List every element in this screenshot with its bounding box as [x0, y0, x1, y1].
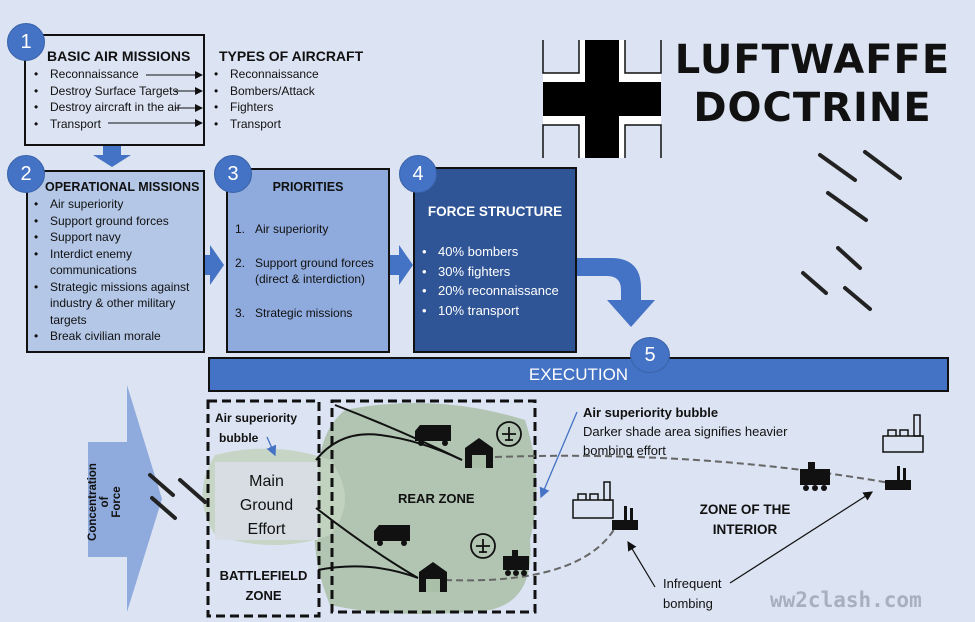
basic-air-missions-title: BASIC AIR MISSIONS: [47, 48, 191, 64]
priorities-title: PRIORITIES: [272, 180, 344, 194]
list-item: Transport: [34, 116, 204, 133]
force-structure-list: 40% bombers 30% fighters 20% reconnaissa…: [422, 242, 572, 320]
operational-missions-list: Air superiority Support ground forces Su…: [34, 196, 199, 345]
watermark: ww2clash.com: [770, 588, 922, 612]
rear-zone-border: [330, 399, 537, 614]
step-badge-4: 4: [399, 155, 437, 193]
arrow-4-to-5: [571, 258, 655, 327]
step-badge-1: 1: [7, 23, 45, 61]
list-item: Air superiority: [34, 196, 199, 213]
list-item: 2.Support ground forces (direct & interd…: [235, 256, 374, 286]
main-effort-box: [215, 462, 318, 540]
depot-icon: [465, 438, 493, 468]
step-badge-2: 2: [7, 155, 45, 193]
city-icon: [572, 481, 614, 519]
list-item: 20% reconnaissance: [422, 281, 572, 301]
list-item: Fighters: [214, 99, 364, 116]
main-ground-effort-label: Main Ground Effort: [239, 473, 294, 538]
train-icon: [503, 550, 529, 576]
list-item: Bombers/Attack: [214, 83, 364, 100]
list-item: 3.Strategic missions: [235, 306, 353, 320]
step-badge-5: 5: [630, 337, 670, 373]
list-item: Transport: [214, 116, 364, 133]
step-badge-3: 3: [214, 155, 252, 193]
list-item: Interdict enemy communications: [34, 246, 199, 279]
title-line-1: LUFTWAFFE: [674, 37, 951, 83]
list-item: 1.Air superiority: [235, 222, 329, 236]
force-structure-title: FORCE STRUCTURE: [427, 204, 563, 219]
list-item: Break civilian morale: [34, 328, 199, 345]
list-item: Strategic missions against industry & ot…: [34, 279, 199, 329]
concentration-label: Concentration of Force: [87, 463, 123, 541]
bomber-formation-icon: [148, 150, 902, 520]
arrow-1-to-2: [93, 145, 131, 167]
list-item: Support ground forces: [34, 213, 199, 230]
airfield-icon: [470, 533, 496, 559]
priorities-box: [226, 168, 390, 353]
bubble-note: Air superiority bubble Darker shade area…: [583, 405, 788, 458]
basic-air-missions-list: Reconnaissance Destroy Surface Targets D…: [34, 66, 204, 132]
depot-icon: [419, 562, 447, 592]
iron-cross-icon: [542, 40, 662, 158]
execution-label: EXECUTION: [528, 365, 629, 384]
list-item: 10% transport: [422, 301, 572, 321]
airfield-icon: [496, 421, 522, 447]
operational-missions-title: OPERATIONAL MISSIONS: [45, 180, 200, 194]
bubble-note-title: Air superiority bubble: [583, 405, 719, 420]
factory-icon: [885, 466, 911, 490]
factory-icon: [612, 506, 638, 530]
list-item: Support navy: [34, 229, 199, 246]
execution-bar: [208, 357, 949, 392]
title-line-2: DOCTRINE: [693, 85, 932, 131]
train-icon: [800, 462, 830, 491]
truck-icon: [374, 525, 410, 546]
priorities-list: 1.Air superiority 2.Support ground force…: [235, 221, 385, 339]
list-item: 40% bombers: [422, 242, 572, 262]
city-icon: [882, 414, 924, 453]
list-item: 30% fighters: [422, 262, 572, 282]
types-of-aircraft-title: TYPES OF AIRCRAFT: [219, 48, 364, 64]
battlefield-zone-label: BATTLEFIELD ZONE: [219, 568, 308, 603]
list-item: Destroy Surface Targets: [34, 83, 204, 100]
infrequent-bombing-label: Infrequent bombing: [663, 576, 722, 611]
truck-icon: [415, 425, 451, 446]
list-item: Reconnaissance: [34, 66, 204, 83]
interior-zone-label: ZONE OF THE INTERIOR: [699, 502, 791, 537]
battlefield-zone-border: [206, 399, 321, 618]
list-item: Reconnaissance: [214, 66, 364, 83]
arrow-3-to-4: [383, 245, 413, 285]
rear-zone-label: REAR ZONE: [398, 491, 475, 506]
types-of-aircraft-list: Reconnaissance Bombers/Attack Fighters T…: [214, 66, 364, 132]
concentration-arrow: [88, 385, 162, 612]
basic-air-missions-box: [24, 34, 205, 146]
list-item: Destroy aircraft in the air: [34, 99, 204, 116]
page-title: LUFTWAFFE DOCTRINE: [670, 36, 955, 132]
battlefield-bubble-label: Air superiority bubble: [215, 411, 298, 445]
